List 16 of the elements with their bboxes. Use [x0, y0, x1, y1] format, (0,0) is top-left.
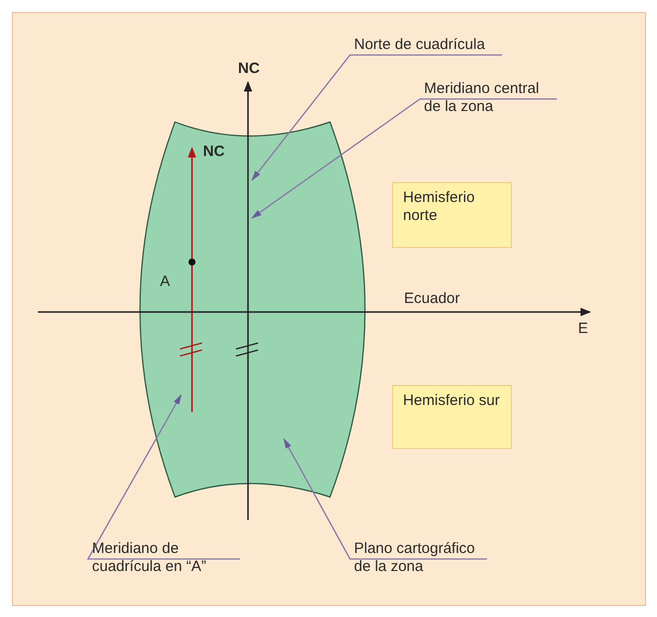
axis-label: NC [203, 143, 225, 162]
map-zone-sheet [139, 121, 366, 498]
leader-line [283, 438, 487, 560]
axis-label: Ecuador [404, 290, 460, 309]
leader-line [251, 98, 557, 219]
callout-text: Meridiano central de la zona [424, 80, 559, 119]
hemisphere-label: Hemisferio sur [392, 385, 512, 449]
callout-text: Plano cartográfico de la zona [354, 540, 489, 579]
leader-line [251, 54, 502, 181]
callout-text: Meridiano de cuadrícula en “A” [92, 540, 242, 579]
axis-label: E [578, 320, 588, 339]
axis-label: NC [238, 60, 260, 79]
callout-text: Norte de cuadrícula [354, 36, 504, 57]
hemisphere-label: Hemisferio norte [392, 182, 512, 248]
point-label: A [160, 273, 170, 292]
leader-line [86, 394, 240, 560]
